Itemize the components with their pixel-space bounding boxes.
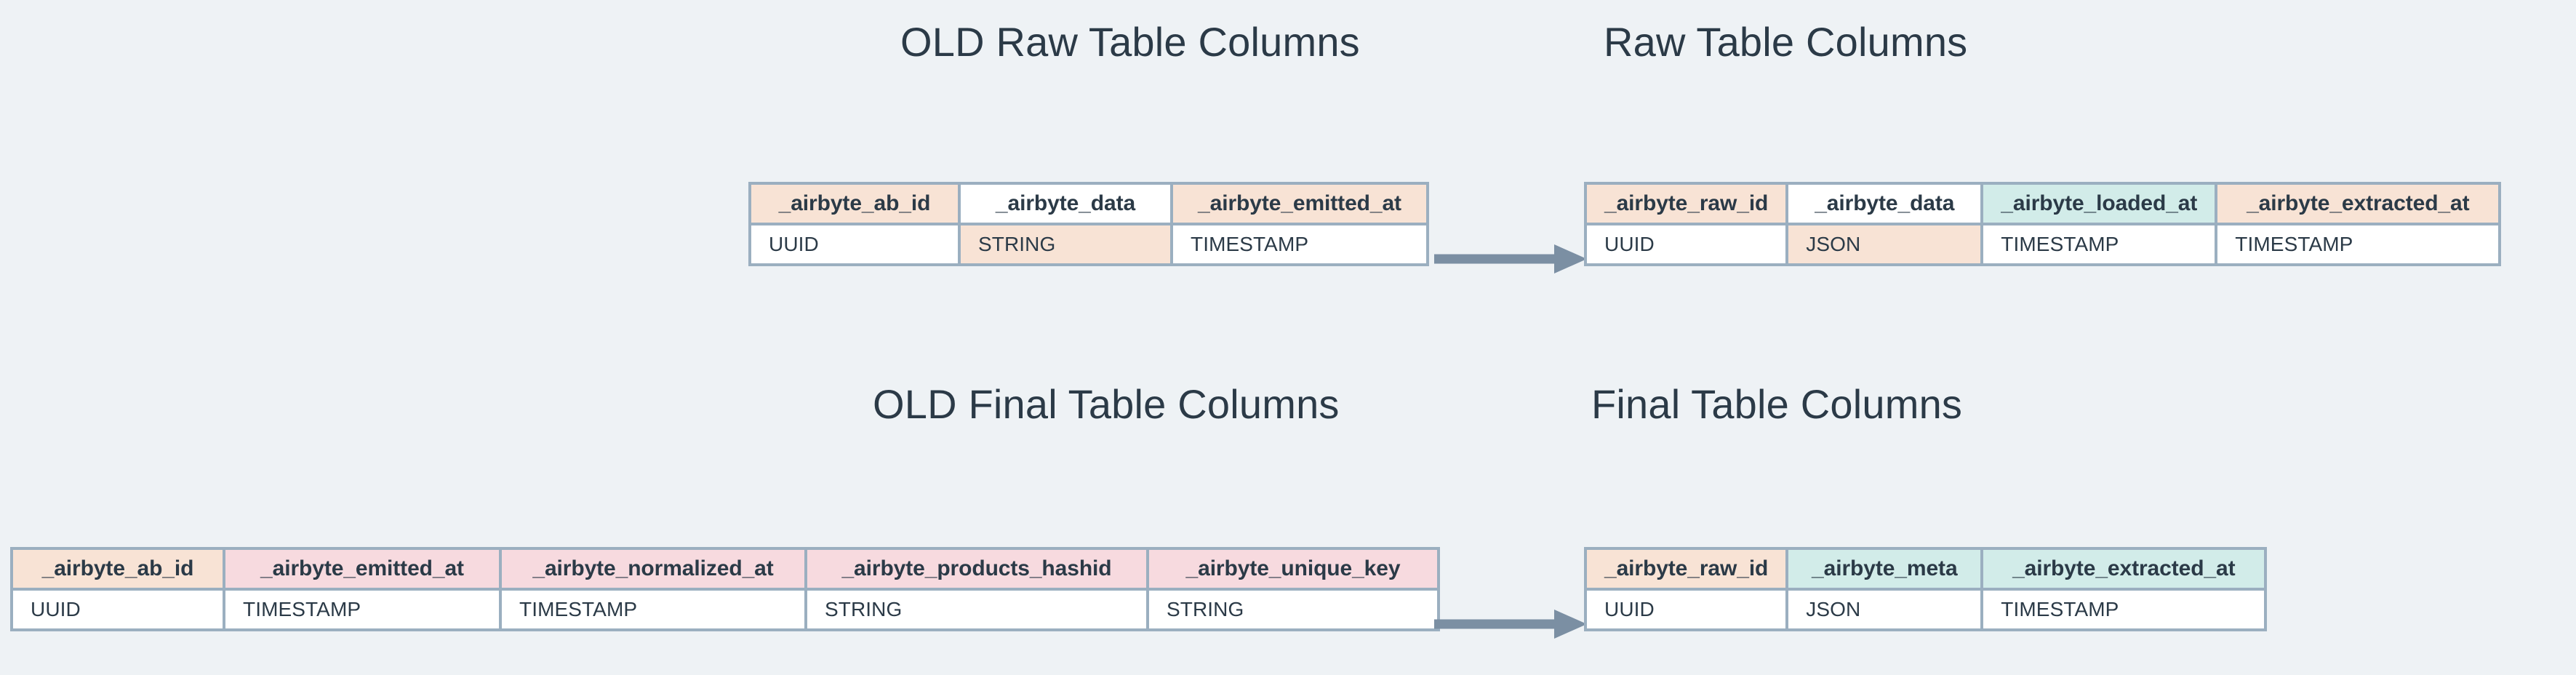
section-title-old-final-table: OLD Final Table Columns [873, 381, 1340, 427]
table-old-final-columns: _airbyte_ab_id _airbyte_emitted_at _airb… [10, 547, 1440, 631]
column-type-cell: STRING [804, 588, 1149, 631]
column-header-cell: _airbyte_meta [1785, 547, 1984, 591]
section-title-old-raw-table: OLD Raw Table Columns [900, 19, 1360, 65]
column-header-cell: _airbyte_products_hashid [804, 547, 1149, 591]
table-type-row: UUID JSON TIMESTAMP TIMESTAMP [1583, 223, 2502, 266]
column-type-cell: UUID [10, 588, 225, 631]
column-type-cell: JSON [1785, 588, 1984, 631]
column-header-cell: _airbyte_extracted_at [2215, 182, 2502, 225]
table-raw-columns: _airbyte_raw_id _airbyte_data _airbyte_l… [1583, 182, 2502, 266]
column-type-cell: TIMESTAMP [1980, 588, 2268, 631]
column-header-cell: _airbyte_ab_id [10, 547, 225, 591]
table-header-row: _airbyte_ab_id _airbyte_data _airbyte_em… [748, 182, 1429, 225]
column-type-cell: UUID [1583, 588, 1789, 631]
raw-migration-arrow-icon [1434, 241, 1587, 276]
column-type-cell: STRING [1146, 588, 1440, 631]
table-type-row: UUID STRING TIMESTAMP [748, 223, 1429, 266]
table-header-row: _airbyte_raw_id _airbyte_meta _airbyte_e… [1583, 547, 2268, 591]
section-title-raw-table: Raw Table Columns [1604, 19, 1968, 65]
table-type-row: UUID TIMESTAMP TIMESTAMP STRING STRING [10, 588, 1440, 631]
column-header-cell: _airbyte_normalized_at [499, 547, 807, 591]
column-header-cell: _airbyte_unique_key [1146, 547, 1440, 591]
section-title-final-table: Final Table Columns [1591, 381, 1963, 427]
table-old-raw-columns: _airbyte_ab_id _airbyte_data _airbyte_em… [748, 182, 1429, 266]
table-header-row: _airbyte_raw_id _airbyte_data _airbyte_l… [1583, 182, 2502, 225]
column-header-cell: _airbyte_emitted_at [1170, 182, 1429, 225]
column-header-cell: _airbyte_data [958, 182, 1173, 225]
table-header-row: _airbyte_ab_id _airbyte_emitted_at _airb… [10, 547, 1440, 591]
column-type-cell: UUID [748, 223, 961, 266]
column-type-cell: TIMESTAMP [2215, 223, 2502, 266]
table-type-row: UUID JSON TIMESTAMP [1583, 588, 2268, 631]
column-type-cell: UUID [1583, 223, 1789, 266]
column-type-cell: TIMESTAMP [499, 588, 807, 631]
column-type-cell: TIMESTAMP [223, 588, 502, 631]
column-header-cell: _airbyte_raw_id [1583, 547, 1789, 591]
table-final-columns: _airbyte_raw_id _airbyte_meta _airbyte_e… [1583, 547, 2268, 631]
column-header-cell: _airbyte_extracted_at [1980, 547, 2268, 591]
final-migration-arrow-icon [1434, 607, 1587, 642]
column-header-cell: _airbyte_loaded_at [1980, 182, 2218, 225]
column-type-cell: STRING [958, 223, 1173, 266]
column-type-cell: TIMESTAMP [1170, 223, 1429, 266]
column-type-cell: JSON [1785, 223, 1984, 266]
column-header-cell: _airbyte_ab_id [748, 182, 961, 225]
column-header-cell: _airbyte_emitted_at [223, 547, 502, 591]
column-type-cell: TIMESTAMP [1980, 223, 2218, 266]
column-header-cell: _airbyte_raw_id [1583, 182, 1789, 225]
column-header-cell: _airbyte_data [1785, 182, 1984, 225]
